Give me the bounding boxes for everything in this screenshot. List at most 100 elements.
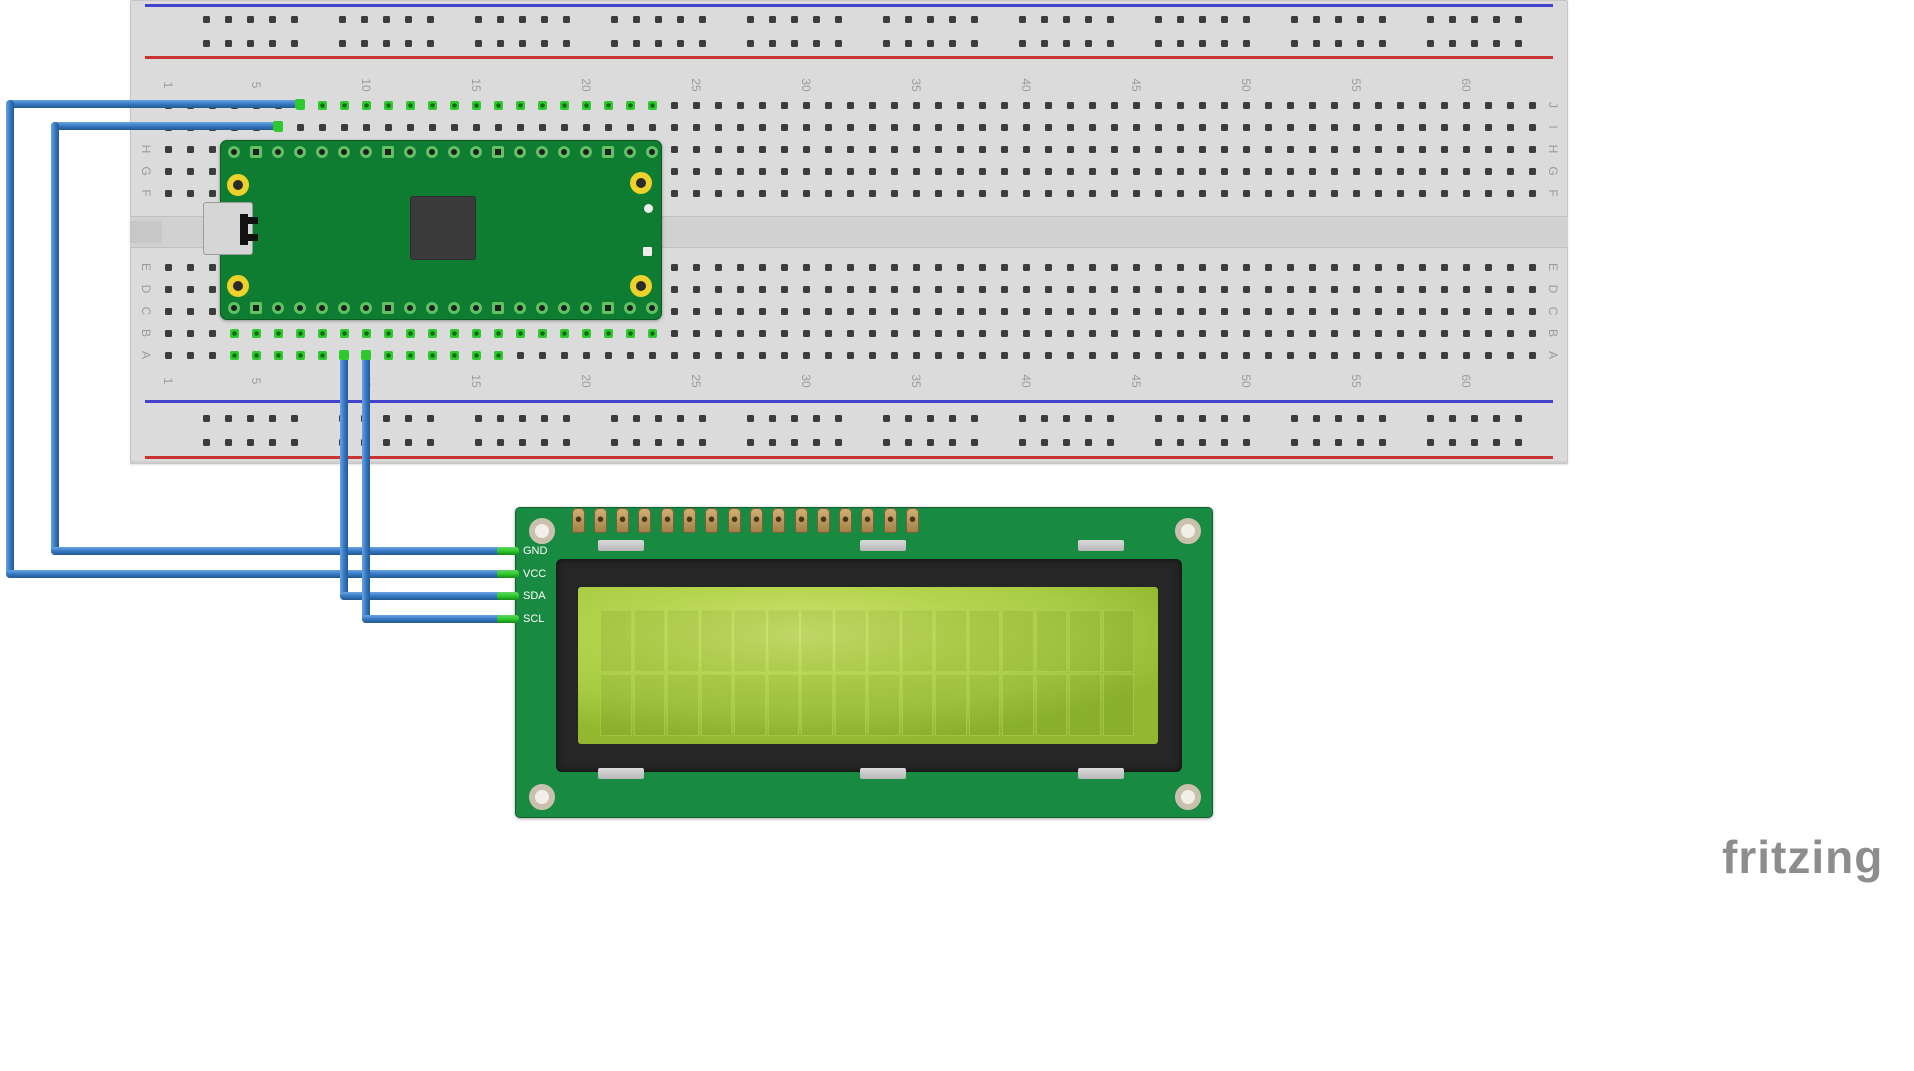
breadboard-rail-hole — [1356, 15, 1364, 23]
breadboard-hole-connected — [559, 328, 569, 338]
breadboard-rail-hole — [268, 39, 276, 47]
lcd-character-cell — [868, 610, 900, 672]
breadboard-hole — [1396, 167, 1404, 175]
wire-scl[interactable] — [362, 615, 504, 623]
breadboard-rail-hole — [970, 414, 978, 422]
breadboard-hole — [956, 189, 964, 197]
breadboard-rail-hole — [474, 15, 482, 23]
breadboard-hole — [934, 167, 942, 175]
breadboard-hole — [670, 307, 678, 315]
breadboard-hole — [758, 285, 766, 293]
lcd-pin-label-vcc: VCC — [523, 568, 547, 580]
breadboard-hole — [1308, 167, 1316, 175]
breadboard-hole — [1462, 351, 1470, 359]
wire-sda[interactable] — [340, 592, 504, 600]
breadboard-hole-connected — [317, 100, 327, 110]
breadboard-hole — [1154, 351, 1162, 359]
breadboard-hole — [956, 123, 964, 131]
breadboard-hole — [956, 167, 964, 175]
breadboard-hole — [1066, 189, 1074, 197]
breadboard-hole — [186, 285, 194, 293]
breadboard-rail-hole — [1062, 15, 1070, 23]
wire-vcc[interactable] — [6, 570, 504, 578]
wire-gnd[interactable] — [51, 122, 282, 130]
breadboard-hole — [1396, 329, 1404, 337]
teensy-microcontroller[interactable] — [203, 140, 662, 320]
breadboard-hole — [1286, 101, 1294, 109]
breadboard-hole — [846, 351, 854, 359]
breadboard-hole — [736, 167, 744, 175]
breadboard-hole — [1462, 123, 1470, 131]
lcd-character-cell — [968, 610, 1000, 672]
breadboard-hole — [1132, 329, 1140, 337]
breadboard-hole — [956, 145, 964, 153]
breadboard-hole — [758, 167, 766, 175]
breadboard-hole — [1220, 307, 1228, 315]
wire-gnd[interactable] — [51, 547, 504, 555]
breadboard-hole — [1286, 307, 1294, 315]
teensy-pin-pad — [338, 302, 350, 314]
lcd-character-cell — [600, 674, 632, 736]
breadboard-rail-hole — [610, 438, 618, 446]
wire-vcc[interactable] — [6, 100, 304, 108]
breadboard-hole — [1374, 145, 1382, 153]
breadboard-hole — [714, 189, 722, 197]
breadboard-hole-connected — [273, 328, 283, 338]
breadboard-rail-hole — [1018, 414, 1026, 422]
lcd-character-cell — [1035, 610, 1067, 672]
breadboard-hole — [692, 263, 700, 271]
breadboard-rail-hole — [1084, 39, 1092, 47]
breadboard-hole — [1066, 351, 1074, 359]
lcd-character-cell — [801, 610, 833, 672]
breadboard-hole — [208, 189, 216, 197]
breadboard-rail-hole — [290, 438, 298, 446]
lcd-mount-hole — [529, 518, 555, 544]
breadboard-hole — [714, 285, 722, 293]
breadboard-rail-hole — [404, 15, 412, 23]
breadboard-hole — [1264, 329, 1272, 337]
breadboard-rail-hole — [812, 414, 820, 422]
breadboard-hole — [868, 351, 876, 359]
lcd-character-cell — [767, 610, 799, 672]
breadboard-hole — [670, 329, 678, 337]
breadboard-hole — [1396, 307, 1404, 315]
breadboard-hole — [648, 351, 656, 359]
wire-gnd[interactable] — [51, 122, 59, 555]
breadboard-rail-hole — [882, 15, 890, 23]
breadboard-hole — [1110, 101, 1118, 109]
breadboard-hole — [868, 101, 876, 109]
fritzing-logo: fritzing — [1722, 831, 1884, 883]
breadboard-hole — [1374, 189, 1382, 197]
mount-hole — [630, 275, 652, 297]
breadboard-hole — [978, 123, 986, 131]
breadboard-hole — [912, 189, 920, 197]
breadboard-hole — [516, 351, 524, 359]
breadboard-hole — [186, 145, 194, 153]
breadboard-rail-hole — [426, 15, 434, 23]
lcd-header-pin — [816, 508, 830, 533]
breadboard-hole — [1242, 307, 1250, 315]
breadboard-rail-hole — [1334, 438, 1342, 446]
breadboard-rail-hole — [1470, 438, 1478, 446]
wire-sda[interactable] — [340, 351, 348, 600]
wire-scl[interactable] — [362, 351, 370, 623]
breadboard-hole-connected — [251, 328, 261, 338]
breadboard-hole — [1308, 285, 1316, 293]
breadboard-hole-connected — [427, 350, 437, 360]
lcd-header-pin — [861, 508, 875, 533]
breadboard-rail-hole — [948, 438, 956, 446]
breadboard-hole — [1066, 145, 1074, 153]
breadboard-hole — [670, 123, 678, 131]
breadboard-hole-connected — [383, 328, 393, 338]
wire-vcc[interactable] — [6, 100, 14, 578]
breadboard-hole — [1374, 307, 1382, 315]
breadboard-hole-connected — [603, 328, 613, 338]
breadboard-hole — [450, 123, 458, 131]
breadboard-rail-hole — [812, 39, 820, 47]
breadboard-rail-hole — [926, 39, 934, 47]
lcd-character-cell — [633, 674, 665, 736]
breadboard-hole — [1418, 351, 1426, 359]
breadboard-hole — [1286, 123, 1294, 131]
